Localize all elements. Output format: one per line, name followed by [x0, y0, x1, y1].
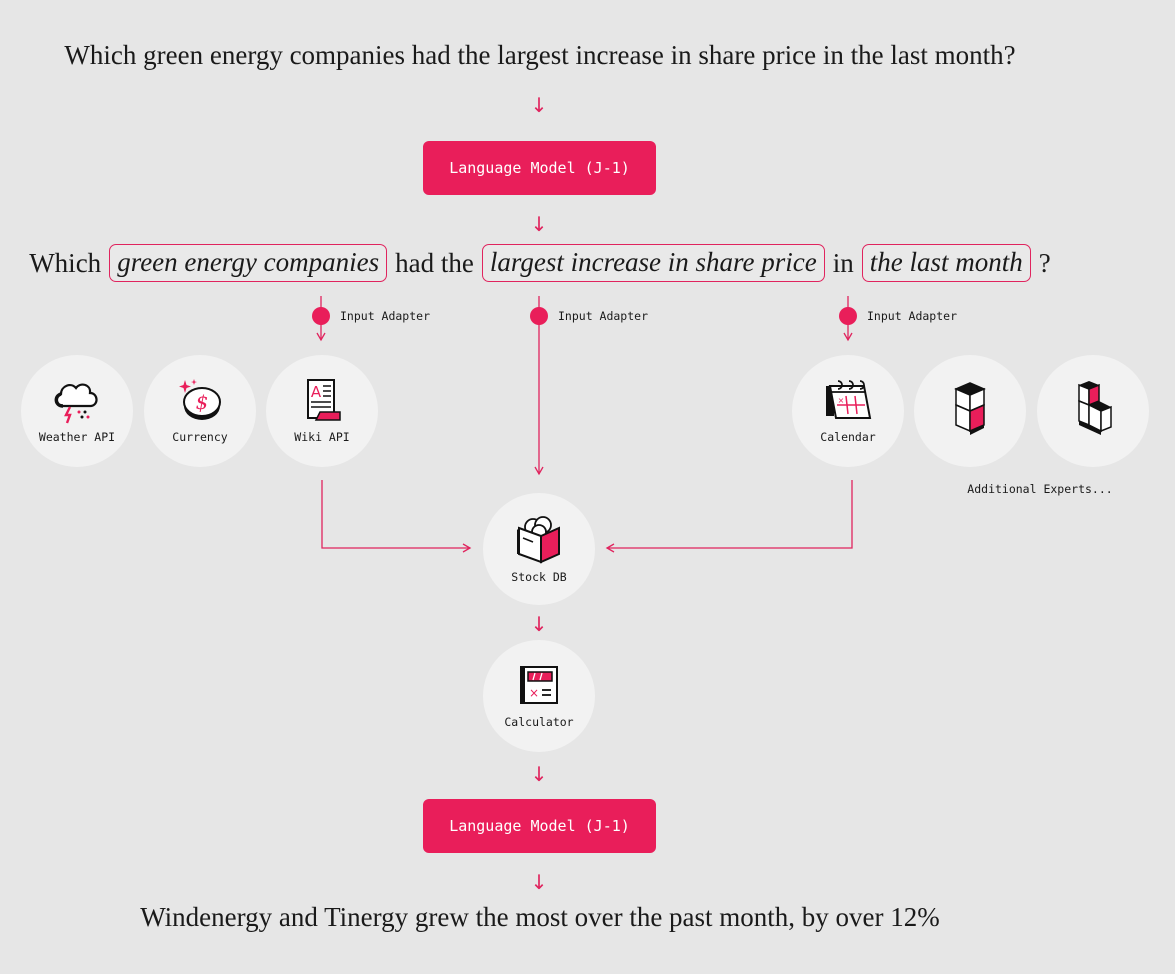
parsed-word: ? [1038, 247, 1051, 278]
svg-text:×: × [838, 396, 845, 405]
input-adapter-label-right: Input Adapter [867, 309, 958, 323]
calculator-icon: × [520, 666, 558, 704]
arrow-down-icon: ↓ [530, 762, 548, 786]
cube-blocks-icon [1078, 381, 1112, 435]
svg-text:A: A [311, 383, 322, 401]
arrow-down-icon: ↓ [530, 870, 548, 894]
parsed-question: Which green energy companies had the lar… [0, 244, 1080, 282]
wiki-to-stock-line [321, 480, 472, 553]
expert-weather-api: Weather API [21, 355, 133, 467]
expert-stock-db: Stock DB [483, 493, 595, 605]
arrow-down-icon: ↓ [530, 93, 548, 117]
entity-chip-share-price: largest increase in share price [481, 244, 825, 282]
expert-wiki-api: A Wiki API [266, 355, 378, 467]
stacked-cubes-icon [954, 382, 986, 435]
language-model-box-bottom: Language Model (J-1) [423, 799, 656, 853]
input-adapter-label-center: Input Adapter [558, 309, 649, 323]
expert-label: Calendar [820, 430, 876, 444]
parsed-word: in [832, 247, 854, 278]
svg-text:×: × [529, 686, 539, 700]
center-adapter-dot [530, 307, 548, 325]
entity-chip-time: the last month [861, 244, 1031, 282]
entity-chip-companies: green energy companies [109, 244, 388, 282]
document-icon: A [307, 379, 341, 421]
expert-label: Weather API [38, 430, 116, 444]
parsed-word: Which [29, 247, 102, 278]
svg-text:$: $ [196, 390, 209, 414]
calendar-to-stock-line [605, 480, 853, 553]
expert-label: Stock DB [511, 570, 567, 584]
expert-calculator: × Calculator [483, 640, 595, 752]
additional-experts-label: Additional Experts... [967, 482, 1113, 496]
question-text: Which green energy companies had the lar… [64, 40, 1016, 70]
arrow-down-icon: ↓ [530, 612, 548, 636]
expert-calendar: × Calendar [792, 355, 904, 467]
expert-additional-2 [1037, 355, 1149, 467]
right-adapter-dot [839, 307, 857, 325]
answer-text: Windenergy and Tinergy grew the most ove… [140, 902, 940, 932]
expert-label: Wiki API [294, 430, 350, 444]
arrow-down-icon: ↓ [530, 212, 548, 236]
coin-icon: $ [179, 379, 221, 420]
input-adapter-label-left: Input Adapter [340, 309, 431, 323]
expert-label: Calculator [504, 715, 574, 729]
database-box-icon [517, 516, 560, 564]
left-adapter-dot [312, 307, 330, 325]
cloud-storm-icon [54, 383, 98, 424]
language-model-box-top: Language Model (J-1) [423, 141, 656, 195]
expert-currency: $ Currency [144, 355, 256, 467]
calendar-icon: × [826, 380, 872, 419]
parsed-word: had the [395, 247, 474, 278]
expert-label: Currency [172, 430, 228, 444]
expert-additional-1 [914, 355, 1026, 467]
